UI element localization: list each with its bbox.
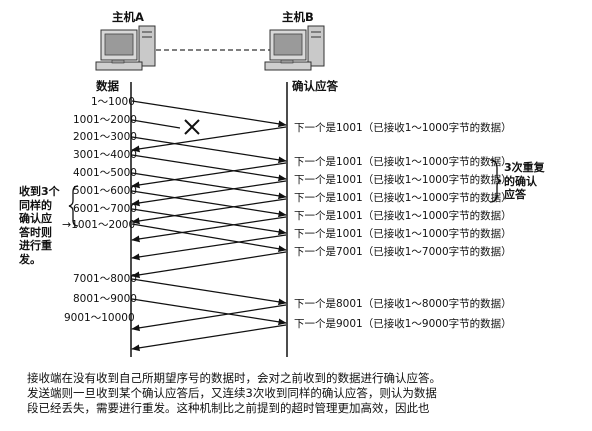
segment-label: 4001～5000 (73, 167, 137, 179)
segment-arrow-3 (131, 136, 287, 164)
resend-note-brace (68, 185, 79, 227)
ack-arrow-8 (131, 304, 287, 332)
caption-line: 接收端在没有收到自己所期望序号的数据时，会对之前收到的数据进行确认应答。 (27, 371, 441, 385)
ack-arrow-1 (131, 126, 287, 153)
ack-arrow-4 (131, 198, 287, 225)
ack-label: 下一个是1001（已接收1～1000字节的数据） (294, 156, 512, 168)
segment-arrow-4 (131, 154, 287, 182)
segment-arrow-resend (131, 223, 287, 253)
duplicate-ack-brace (489, 159, 502, 203)
ack-arrow-2 (131, 162, 287, 189)
ack-column-title: 确认应答 (292, 79, 338, 93)
data-column-title: 数据 (96, 79, 119, 93)
segment-label: 9001～10000 (64, 312, 135, 324)
duplicate-ack-note: 3次重复 的确认 应答 (504, 161, 545, 202)
lost-packet-x-icon (184, 119, 200, 135)
resend-note-line: 进行重 (19, 239, 52, 252)
segment-label: 3001～4000 (73, 149, 137, 161)
ack-label: 下一个是1001（已接收1～1000字节的数据） (294, 228, 512, 240)
segment-arrow-1 (131, 100, 287, 128)
ack-label: 下一个是1001（已接收1～1000字节的数据） (294, 122, 512, 134)
ack-label: 下一个是1001（已接收1～1000字节的数据） (294, 210, 512, 222)
segment-label: 6001～7000 (73, 203, 137, 215)
segment-label: 8001～9000 (73, 293, 137, 305)
segment-arrow-5 (131, 172, 287, 200)
resend-note-line: 收到3个 (19, 185, 60, 198)
resend-note-line: 发。 (19, 252, 41, 266)
segment-label: 1～1000 (91, 96, 135, 108)
ack-label: 下一个是8001（已接收1～8000字节的数据） (294, 298, 512, 310)
resend-note-line: 确认应 (19, 212, 52, 225)
segment-label: 1001～2000 (73, 114, 137, 126)
ack-arrow-5 (131, 216, 287, 243)
caption-line: 发送端则一旦收到某个确认应答后，又连续3次收到同样的确认应答，则认为数据 (27, 386, 437, 400)
ack-arrow-9 (131, 324, 287, 352)
segment-label: 7001～8000 (73, 273, 137, 285)
caption: 接收端在没有收到自己所期望序号的数据时，会对之前收到的数据进行确认应答。 发送端… (27, 371, 583, 416)
duplicate-ack-note-line: 的确认 (504, 174, 537, 188)
host-a-label: 主机A (112, 10, 144, 24)
ack-label: 下一个是7001（已接收1～7000字节的数据） (294, 246, 512, 258)
ack-arrow-7 (131, 251, 287, 279)
duplicate-ack-note-line: 3次重复 (504, 161, 545, 174)
computer-b-icon (264, 25, 325, 71)
segment-arrow-8 (131, 278, 287, 306)
segment-label-resend-text: 1001～2000 (71, 219, 136, 231)
segment-arrow-7 (131, 208, 287, 236)
resend-note: 收到3个 同样的 确认应 答时则 进行重 发。 (19, 185, 60, 266)
computer-a-icon (95, 25, 156, 71)
segment-arrow-9 (131, 298, 287, 326)
segment-label-resend: →1001～2000 (62, 218, 136, 231)
duplicate-ack-note-line: 应答 (504, 188, 526, 201)
resend-note-line: 同样的 (19, 198, 52, 212)
ack-label: 下一个是9001（已接收1～9000字节的数据） (294, 318, 512, 330)
resend-note-line: 答时则 (19, 225, 52, 239)
ack-label: 下一个是1001（已接收1～1000字节的数据） (294, 192, 512, 204)
ack-arrow-6 (131, 234, 287, 261)
segment-arrow-2-lost (131, 119, 181, 129)
segment-label: 5001～6000 (73, 185, 137, 197)
segment-arrow-6 (131, 190, 287, 218)
host-b-label: 主机B (282, 10, 314, 24)
caption-line: 段已经丢失，需要进行重发。这种机制比之前提到的超时管理更加高效，因此也 (27, 401, 430, 415)
ack-arrow-3 (131, 180, 287, 207)
segment-label: 2001～3000 (73, 131, 137, 143)
ack-label: 下一个是1001（已接收1～1000字节的数据） (294, 174, 512, 186)
